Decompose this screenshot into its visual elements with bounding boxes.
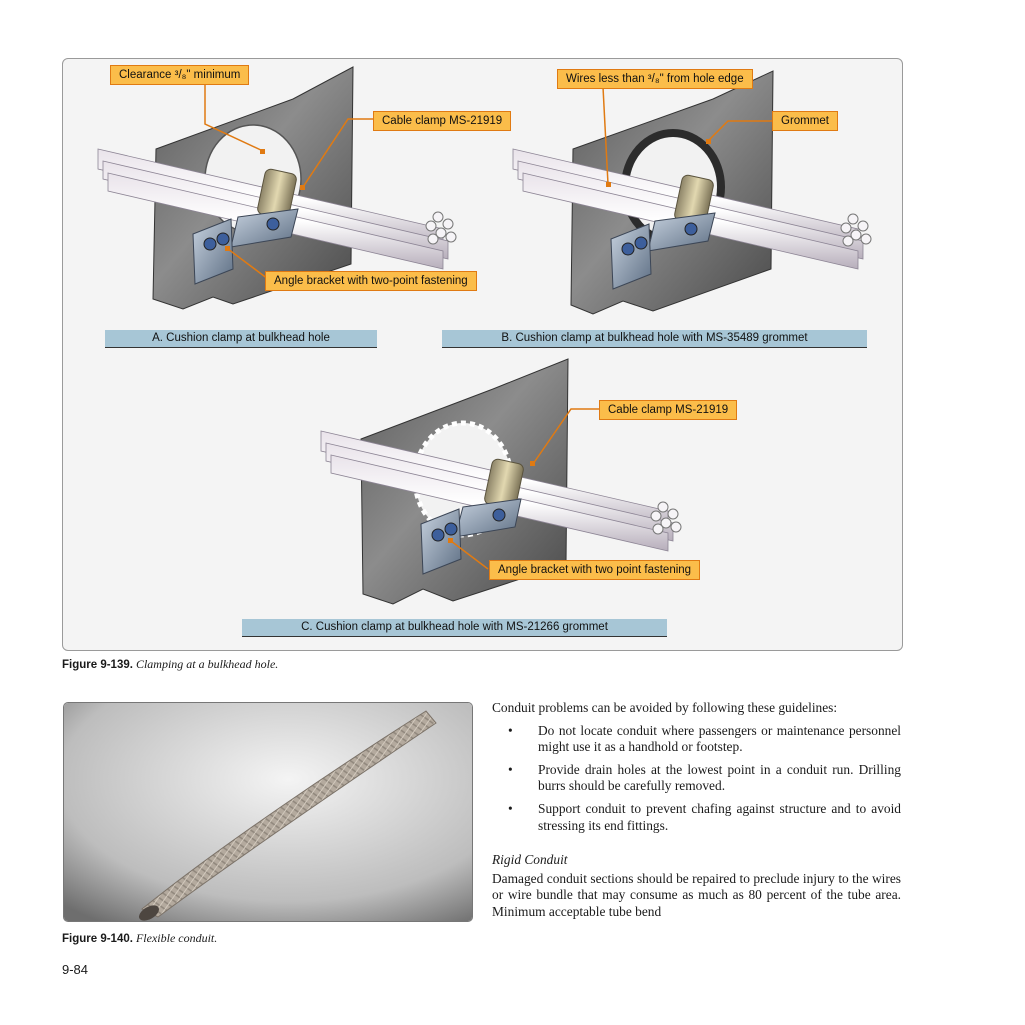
panel-b-caption: B. Cushion clamp at bulkhead hole with M… [442,330,867,348]
callout-clearance: Clearance ³/₈" minimum [110,65,250,85]
conduit-image [64,703,472,921]
figure-title: Clamping at a bulkhead hole. [135,657,279,671]
callout-angle-bracket-a: Angle bracket with two-point fastening [265,271,477,291]
section-heading: Rigid Conduit [492,852,568,868]
body-text-column: Conduit problems can be avoided by follo… [492,700,901,921]
list-item: • Support conduit to prevent chafing aga… [492,801,901,834]
callout-wires-less-than: Wires less than ³/₈" from hole edge [557,69,753,89]
figure-number: Figure 9-140. [62,933,133,945]
list-item-text: Do not locate conduit where passengers o… [538,722,901,755]
figure-title: Flexible conduit. [135,931,218,945]
page-number: 9-84 [62,962,89,977]
callout-cable-clamp-c: Cable clamp MS-21919 [599,400,738,420]
bullet-icon: • [508,722,513,738]
flexible-conduit-photo [63,702,473,922]
panel-a-caption: A. Cushion clamp at bulkhead hole [105,330,377,348]
list-item: • Provide drain holes at the lowest poin… [492,762,901,795]
bullet-icon: • [508,800,513,816]
panel-c [320,358,682,605]
list-item: • Do not locate conduit where passengers… [492,723,901,756]
panel-b [512,70,872,315]
callout-grommet: Grommet [772,111,838,131]
panel-c-caption: C. Cushion clamp at bulkhead hole with M… [242,619,667,637]
bullet-icon: • [508,761,513,777]
panel-a [97,66,457,310]
callout-angle-bracket-c: Angle bracket with two point fastening [489,560,701,580]
guidelines-list: • Do not locate conduit where passengers… [492,723,901,835]
rigid-conduit-paragraph: Damaged conduit sections should be repai… [492,870,901,919]
callout-cable-clamp-a: Cable clamp MS-21919 [373,111,512,131]
figure-9-139-caption: Figure 9-139. Clamping at a bulkhead hol… [62,657,278,672]
figure-9-140-caption: Figure 9-140. Flexible conduit. [62,931,217,946]
figure-number: Figure 9-139. [62,659,133,671]
intro-paragraph: Conduit problems can be avoided by follo… [492,700,838,715]
list-item-text: Provide drain holes at the lowest point … [538,761,901,794]
figure-9-139: Clearance ³/₈" minimum Cable clamp MS-21… [62,58,903,651]
list-item-text: Support conduit to prevent chafing again… [538,800,901,833]
bulkhead-clamp-illustration [97,66,872,605]
